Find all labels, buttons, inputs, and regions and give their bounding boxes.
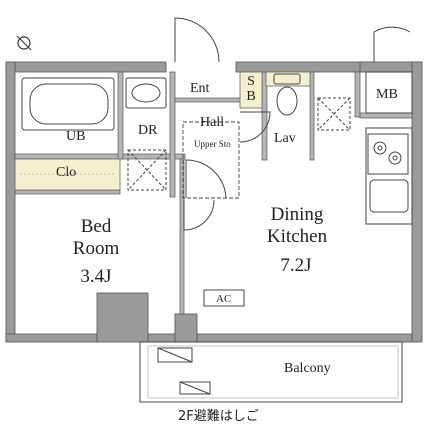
ac-label: AC <box>216 293 232 305</box>
exterior-walls <box>5 61 423 343</box>
dining-size-label: 7.2J <box>280 255 312 276</box>
upper-storage-icon <box>317 97 351 131</box>
bedroom-name-label: Bed Room <box>72 216 120 259</box>
balcony-label: Balcony <box>284 361 331 376</box>
balcony-area <box>139 341 403 403</box>
hall-upper-storage-outline <box>182 121 240 199</box>
ub-label: UB <box>66 129 86 144</box>
closet-fill <box>14 158 121 191</box>
toilet-icon <box>273 73 301 116</box>
dr-label: DR <box>138 123 158 138</box>
clo-label: Clo <box>56 165 77 180</box>
meter-box-outline <box>365 71 413 114</box>
ent-label: Ent <box>190 81 210 96</box>
bathtub-icon <box>21 77 115 131</box>
escape-ladder-icon <box>157 347 211 395</box>
lav-label: Lav <box>274 131 296 146</box>
door-swing-icon <box>174 17 411 231</box>
interior-walls <box>14 71 413 315</box>
kitchen-counter-icon <box>365 127 413 225</box>
bedroom-size-label: 3.4J <box>80 266 112 287</box>
upper-sto-label: Upper Sto <box>194 139 231 149</box>
hall-label: Hall <box>200 115 225 130</box>
sink-icon <box>125 77 167 109</box>
sb-label: S B <box>246 74 256 104</box>
stove-icon <box>367 133 409 175</box>
escape-ladder-label: 2F避難はしご <box>178 409 259 424</box>
upper-storage-fill <box>265 71 311 87</box>
dining-name-label: Dining Kitchen <box>266 204 328 247</box>
dryer-space-icon <box>127 149 167 191</box>
ac-unit-outline <box>203 289 245 307</box>
compass-north-icon <box>16 35 32 51</box>
shoe-box-fill <box>239 71 263 109</box>
mb-label: MB <box>376 87 398 102</box>
